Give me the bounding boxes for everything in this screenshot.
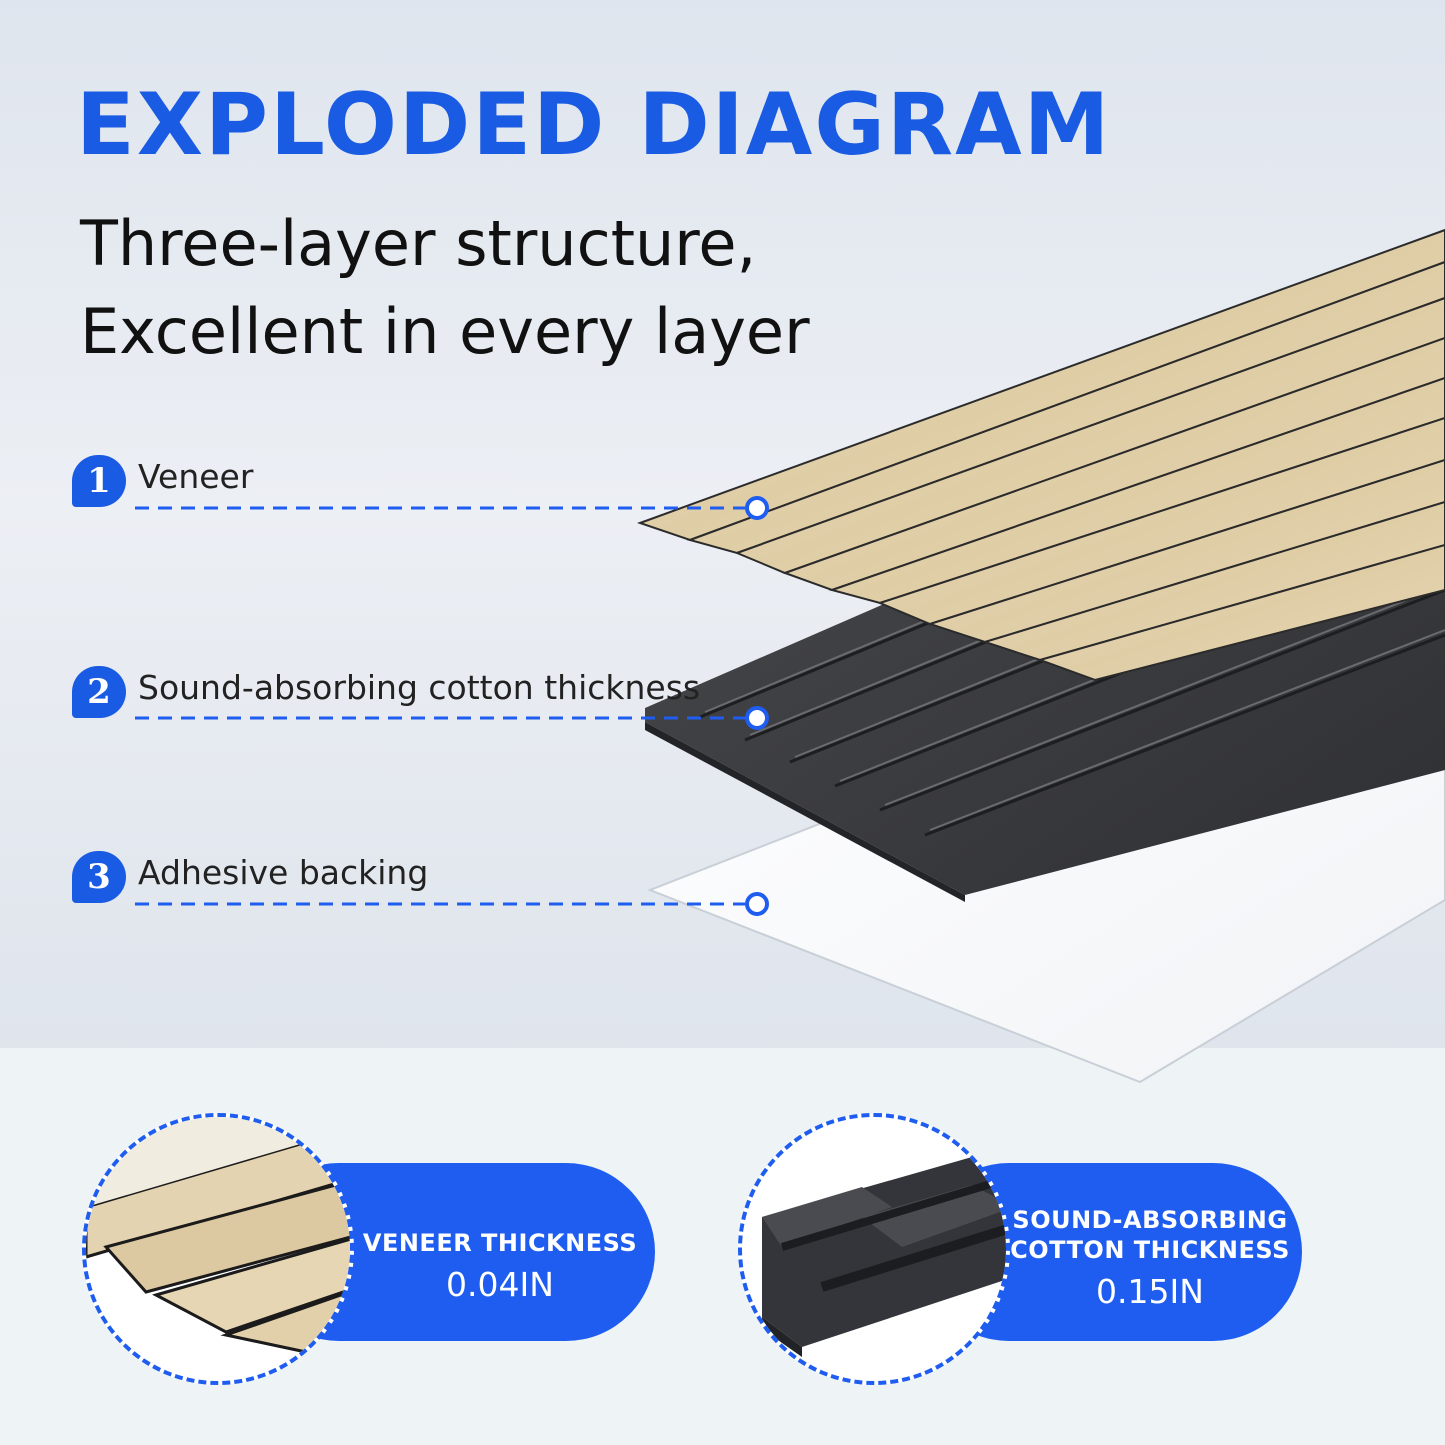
foam-closeup-illustration <box>762 1157 1006 1357</box>
detail-value: 0.04IN <box>446 1265 554 1304</box>
subtitle-line-2: Excellent in every layer <box>80 295 810 368</box>
foam-closeup <box>738 1113 1010 1385</box>
veneer-slat-9 <box>1036 543 1445 682</box>
subtitle-line-1: Three-layer structure, <box>80 207 757 280</box>
number-badge: 1 <box>72 455 126 507</box>
veneer-slat-2 <box>686 260 1445 555</box>
page-title: EXPLODED DIAGRAM <box>76 75 1112 175</box>
detail-heading-line-2: COTTON THICKNESS <box>1010 1236 1290 1264</box>
leader-dot-foam <box>745 706 769 730</box>
page-subtitle: Three-layer structure, Excellent in ever… <box>80 200 810 376</box>
leader-dot-backing <box>745 892 769 916</box>
veneer-slat-6 <box>877 416 1445 626</box>
leader-dot-veneer <box>745 496 769 520</box>
veneer-slat-7 <box>926 458 1445 644</box>
detail-heading-line-1: SOUND-ABSORBING <box>1012 1206 1288 1234</box>
veneer-slat-3 <box>734 296 1445 575</box>
leader-lines <box>135 506 745 906</box>
veneer-slat-8 <box>981 500 1445 662</box>
veneer-closeup-illustration <box>86 1117 350 1354</box>
veneer-slat-4 <box>782 336 1445 592</box>
veneer-layer <box>636 228 1445 682</box>
callout-label: Veneer <box>138 457 254 496</box>
foam-front-edge <box>645 722 965 902</box>
detail-heading: VENEER THICKNESS <box>362 1229 638 1257</box>
number-badge: 3 <box>72 851 126 903</box>
number-badge: 2 <box>72 666 126 718</box>
callout-label: Sound-absorbing cotton thickness <box>138 668 701 707</box>
detail-value: 0.15IN <box>1096 1272 1204 1311</box>
foam-thickness-text: SOUND-ABSORBING COTTON THICKNESS 0.15IN <box>1005 1205 1295 1313</box>
veneer-thickness-text: VENEER THICKNESS 0.04IN <box>350 1228 650 1306</box>
callout-label: Adhesive backing <box>138 853 429 892</box>
veneer-slat-5 <box>828 376 1445 605</box>
veneer-slat-1 <box>636 228 1445 542</box>
leader-endpoints <box>745 496 769 916</box>
veneer-closeup <box>82 1113 354 1385</box>
